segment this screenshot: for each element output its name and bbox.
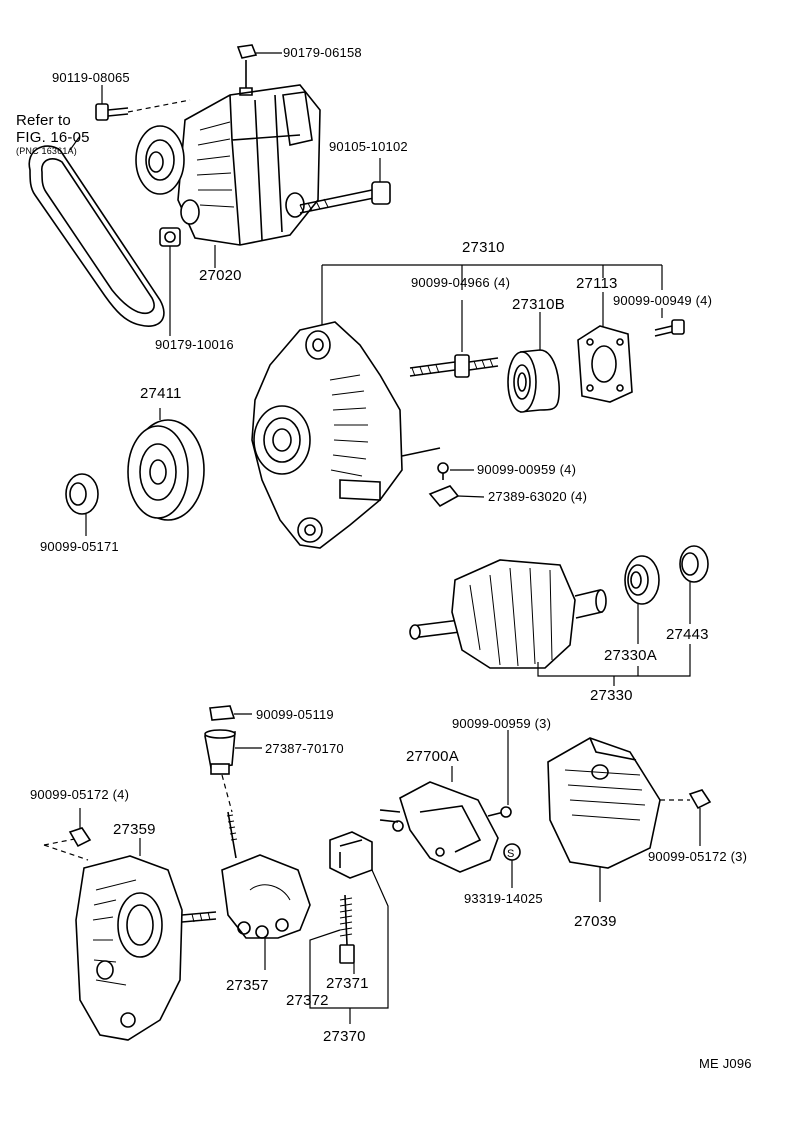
label-90119-08065: 90119-08065 bbox=[52, 70, 130, 85]
bracket-27310-leaders bbox=[321, 264, 663, 352]
bolt-90105-10102-drawing bbox=[299, 158, 391, 214]
label-27359: 27359 bbox=[113, 821, 156, 838]
label-90105-10102: 90105-10102 bbox=[329, 139, 408, 154]
label-27389-63020: 27389-63020 (4) bbox=[488, 489, 588, 504]
pulley-27411-drawing bbox=[127, 408, 205, 521]
alternator-assembly-drawing bbox=[135, 60, 321, 246]
nut-27389-63020-drawing bbox=[428, 485, 485, 508]
bolt-90119-08065-drawing bbox=[95, 85, 191, 121]
label-27310: 27310 bbox=[462, 239, 505, 256]
figure-code: ME J096 bbox=[699, 1056, 752, 1071]
label-90099-00959-4: 90099-00959 (4) bbox=[477, 462, 577, 477]
label-90099-05171: 90099-05171 bbox=[40, 539, 119, 554]
reference-line-3: (PNC 16361A) bbox=[16, 146, 77, 156]
label-27370: 27370 bbox=[323, 1028, 366, 1045]
bearing-27330A-drawing bbox=[624, 555, 660, 644]
label-90099-00959-3: 90099-00959 (3) bbox=[452, 716, 552, 731]
nut-90099-05119-drawing bbox=[209, 705, 252, 721]
label-27039: 27039 bbox=[574, 913, 617, 930]
label-27371: 27371 bbox=[326, 975, 369, 992]
label-27020: 27020 bbox=[199, 267, 242, 284]
washer-93319-14025-drawing: S bbox=[503, 843, 521, 888]
retainer-27113-drawing bbox=[577, 325, 633, 403]
label-27113: 27113 bbox=[576, 275, 618, 292]
label-27310B: 27310B bbox=[512, 296, 565, 313]
label-90099-04966: 90099-04966 (4) bbox=[411, 275, 511, 290]
insulator-27387-70170-drawing bbox=[204, 729, 262, 813]
drive-end-frame-drawing bbox=[251, 321, 441, 549]
label-27411: 27411 bbox=[140, 385, 182, 402]
rear-cover-27039-drawing bbox=[547, 737, 661, 902]
label-93319-14025: 93319-14025 bbox=[464, 891, 543, 906]
nut-90099-05172-3-drawing bbox=[660, 789, 712, 846]
label-90099-05119: 90099-05119 bbox=[256, 707, 334, 722]
nut-90179-06158-drawing bbox=[236, 44, 282, 59]
label-90099-05172-3: 90099-05172 (3) bbox=[648, 849, 748, 864]
rotor-27330-drawing bbox=[409, 559, 607, 669]
label-90179-06158: 90179-06158 bbox=[283, 45, 362, 60]
label-27330: 27330 bbox=[590, 687, 633, 704]
label-27357: 27357 bbox=[226, 977, 269, 994]
collar-90099-05171-drawing bbox=[65, 473, 99, 536]
label-27700A: 27700A bbox=[406, 748, 459, 765]
reference-line-2: FIG. 16-05 bbox=[16, 129, 90, 146]
reference-line-1: Refer to bbox=[16, 112, 71, 129]
screw-90099-00949-drawing bbox=[654, 319, 685, 337]
label-90179-10016: 90179-10016 bbox=[155, 337, 234, 352]
bracket-27330-leaders bbox=[537, 644, 691, 686]
label-90099-00949: 90099-00949 (4) bbox=[613, 293, 713, 308]
v-belt-drawing bbox=[28, 135, 165, 327]
svg-text:S: S bbox=[507, 848, 514, 860]
screw-90099-00959-3-drawing bbox=[487, 730, 512, 818]
screw-90099-00959-4-drawing bbox=[437, 462, 474, 480]
label-90099-05172-4: 90099-05172 (4) bbox=[30, 787, 130, 802]
stud-90099-04966-drawing bbox=[409, 354, 499, 378]
nut-90099-05172-4-drawing bbox=[68, 808, 92, 848]
brush-holder-27370-drawing bbox=[309, 831, 389, 1024]
rear-end-frame-27359-drawing bbox=[43, 837, 217, 1041]
label-27330A: 27330A bbox=[604, 647, 657, 664]
rectifier-27357-drawing bbox=[221, 811, 311, 970]
bearing-27310B-drawing bbox=[507, 349, 560, 413]
cover-27443-drawing bbox=[679, 545, 709, 624]
nut-90179-10016-drawing bbox=[159, 227, 181, 336]
label-27372: 27372 bbox=[286, 992, 329, 1009]
label-27387-70170: 27387-70170 bbox=[265, 741, 344, 756]
regulator-27700A-drawing bbox=[379, 766, 499, 873]
label-27443: 27443 bbox=[666, 626, 709, 643]
